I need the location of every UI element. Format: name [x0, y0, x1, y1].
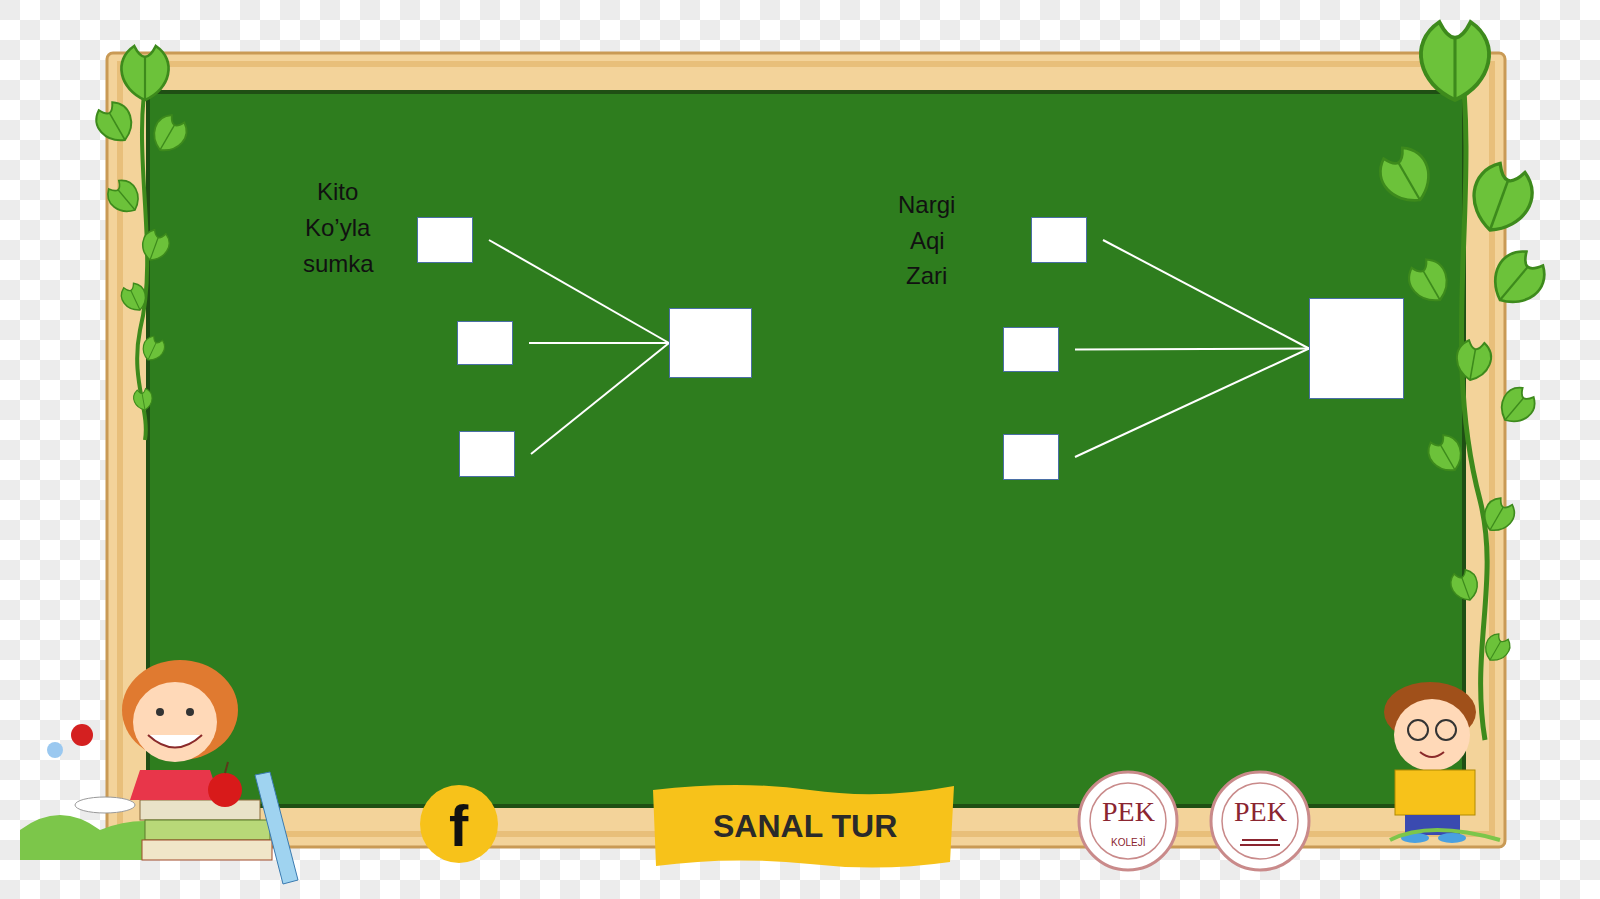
- word-label: sumka: [303, 250, 374, 278]
- answer-box: [457, 321, 513, 365]
- connector-line: [1075, 349, 1309, 458]
- connector-line: [1103, 240, 1309, 349]
- answer-box: [669, 308, 752, 378]
- word-label: Aqi: [910, 227, 945, 255]
- logo-text: PEK: [1102, 796, 1155, 828]
- connector-line: [529, 342, 669, 344]
- connector-line: [489, 240, 669, 343]
- answer-box: [1003, 327, 1059, 372]
- answer-box: [1031, 217, 1087, 263]
- logo-text: KOLEJİ: [1111, 837, 1145, 849]
- word-label: Zari: [906, 262, 947, 290]
- facebook-icon: f: [449, 793, 468, 860]
- connector-line: [531, 343, 669, 454]
- logo-text: PEK: [1234, 796, 1287, 828]
- answer-box: [417, 217, 473, 263]
- word-label: Kito: [317, 178, 358, 206]
- word-label: Ko’yla: [305, 214, 370, 242]
- answer-box: [1309, 298, 1404, 399]
- banner-text: SANAL TUR: [713, 808, 897, 845]
- word-label: Nargi: [898, 191, 955, 219]
- answer-box: [1003, 434, 1059, 480]
- answer-box: [459, 431, 515, 477]
- connector-line: [1075, 349, 1309, 350]
